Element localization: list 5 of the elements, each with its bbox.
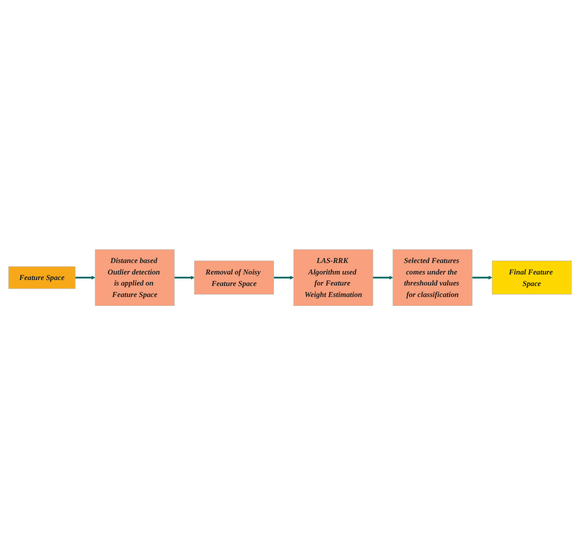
arrow bbox=[75, 276, 96, 280]
arrow bbox=[472, 276, 492, 280]
arrow bbox=[174, 276, 195, 280]
arrow bbox=[274, 276, 294, 280]
arrow bbox=[372, 276, 394, 280]
